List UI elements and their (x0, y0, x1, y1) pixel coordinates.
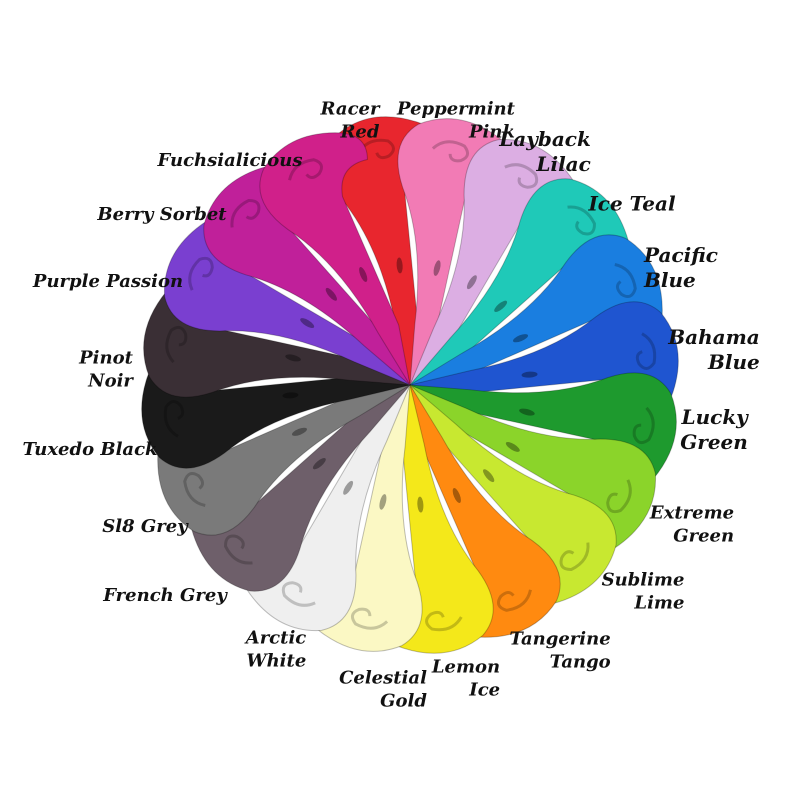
blade-celestial-gold (305, 384, 423, 652)
blade-tangerine-tango (409, 384, 561, 638)
label-french-grey: French Grey (103, 584, 227, 606)
blade-sl8-grey (157, 384, 411, 536)
label-sl8-grey: Sl8 Grey (102, 515, 188, 537)
blade-ice-teal (409, 178, 631, 386)
blade-slot (466, 275, 477, 290)
blade-bahama-blue (409, 301, 679, 417)
label-tangerine-tango: Tangerine Tango (509, 628, 611, 673)
blade-slot (282, 392, 299, 399)
label-lemon-ice: Lemon Ice (431, 656, 501, 701)
label-celestial-gold: Celestial Gold (339, 667, 427, 712)
blade-slot (379, 494, 387, 510)
label-tuxedo-black: Tuxedo Black (22, 438, 158, 460)
swirl-decoration (504, 163, 539, 189)
blade-pinot-noir (143, 280, 411, 398)
swirl-decoration (357, 138, 395, 160)
label-berry-sorbet: Berry Sorbet (97, 203, 227, 225)
blade-slot (325, 287, 337, 301)
blade-slot (513, 334, 529, 343)
label-lucky-green: Lucky Green (680, 405, 748, 454)
blade-peppermint-pink (397, 118, 515, 386)
blade-lemon-ice (378, 384, 494, 654)
blade-french-grey (189, 384, 411, 592)
swirl-decoration (224, 534, 253, 565)
blade-slot (291, 427, 307, 436)
label-bahama-blue: Bahama Blue (668, 325, 760, 374)
blade-lucky-green (409, 372, 677, 490)
swirl-decoration (567, 205, 596, 236)
swirl-decoration (188, 256, 214, 291)
swirl-decoration (606, 479, 632, 514)
blade-slot (505, 441, 520, 452)
swirl-decoration (431, 140, 470, 163)
swirl-decoration (281, 581, 316, 607)
blade-sublime-lime (409, 384, 617, 606)
blade-pacific-blue (409, 234, 663, 386)
swirl-decoration (163, 400, 185, 438)
label-pacific-blue: Pacific Blue (644, 243, 718, 292)
blade-slot (433, 260, 441, 276)
blade-fuchsialicious (259, 132, 411, 386)
blade-slot (312, 458, 326, 470)
blade-slot (285, 354, 301, 362)
label-pinot-noir: Pinot Noir (79, 347, 133, 392)
label-peppermint-pink: Peppermint Pink (397, 98, 515, 143)
label-extreme-green: Extreme Green (649, 502, 735, 547)
swirl-decoration (288, 158, 324, 181)
swirl-decoration (425, 610, 463, 632)
swirl-decoration (614, 263, 637, 299)
blade-slot (519, 408, 535, 416)
label-racer-red: Racer Red (320, 98, 380, 143)
blade-berry-sorbet (203, 164, 411, 386)
swirl-decoration (350, 607, 389, 630)
blade-slot (521, 371, 538, 378)
label-purple-passion: Purple Passion (32, 270, 184, 292)
blade-slot (396, 257, 403, 274)
label-fuchsialicious: Fuchsialicious (157, 149, 303, 171)
blade-slot (417, 496, 424, 513)
label-layback-lilac: Layback Lilac (499, 127, 591, 176)
swirl-decoration (496, 589, 532, 612)
label-arctic-white: Arctic White (245, 627, 307, 672)
label-ice-teal: Ice Teal (588, 191, 676, 216)
swirl-decoration (183, 471, 206, 507)
swirl-decoration (632, 406, 655, 445)
swirl-decoration (165, 325, 188, 364)
blade-slot (300, 318, 315, 329)
blade-racer-red (326, 116, 442, 386)
blade-slot (494, 300, 508, 312)
blade-tuxedo-black (141, 353, 411, 469)
swirl-decoration (230, 199, 261, 228)
label-sublime-lime: Sublime Lime (601, 569, 685, 614)
blade-slot (483, 469, 495, 483)
swirl-decoration (635, 332, 657, 370)
blade-slot (343, 480, 354, 495)
blade-slot (452, 488, 461, 504)
blade-slot (359, 266, 368, 282)
swirl-decoration (559, 542, 590, 571)
